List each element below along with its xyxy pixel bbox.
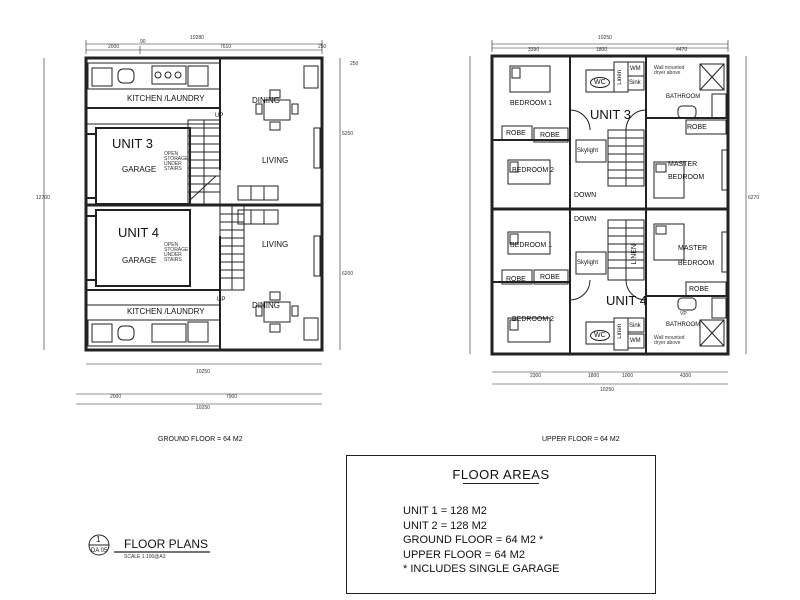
area-line-note: * INCLUDES SINGLE GARAGE [403, 563, 560, 575]
floor-areas-underline [463, 483, 539, 484]
ground-unit4-label: UNIT 4 [118, 225, 159, 240]
ground-up-label-bottom: UP [217, 297, 226, 303]
upper-dim-top-a: 3390 [528, 47, 540, 53]
upper-down-top: DOWN [574, 192, 597, 199]
upper-wm-bottom: WM [630, 338, 641, 344]
upper-robe-b-top: ROBE [540, 132, 560, 139]
upper-robe-master-top: ROBE [687, 124, 707, 131]
upper-dim-top-b: 1800 [596, 47, 608, 53]
upper-dim-bottom-d: 4300 [680, 373, 692, 379]
upper-wall-dryer-bottom: Wall mounted dryer above [654, 335, 685, 346]
ground-up-label-top: UP [215, 113, 224, 119]
ground-dim-left: 12700 [36, 195, 50, 201]
upper-vp-bottom: VP [680, 311, 687, 317]
upper-down-bottom: DOWN [574, 216, 597, 223]
upper-dim-bottom-c: 1000 [622, 373, 634, 379]
upper-wm-top: WM [630, 66, 641, 72]
upper-master-top: MASTER [668, 161, 698, 168]
upper-sink-top: Sink [629, 80, 641, 86]
title-block-sheet: DA 05 [91, 548, 108, 554]
upper-master-bedroom-top: BEDROOM [668, 174, 705, 181]
upper-wc-top: WC [590, 77, 610, 88]
upper-robe-a-bottom: ROBE [506, 276, 526, 283]
upper-bathroom-top: BATHROOM [666, 94, 701, 100]
ground-living-label-bottom: LIVING [262, 240, 289, 249]
upper-dim-bottom-b: 1800 [588, 373, 600, 379]
ground-dim-top-total: 10280 [190, 35, 204, 41]
ground-dim-bottom-c: 10250 [196, 405, 210, 411]
ground-garage-label-bottom: GARAGE [122, 256, 157, 265]
area-line-unit2: UNIT 2 = 128 M2 [403, 519, 487, 532]
upper-sink-bottom: Sink [629, 323, 641, 329]
ground-dining-label-top: DINING [252, 96, 280, 105]
upper-unit3-label: UNIT 3 [590, 107, 631, 122]
ground-garage-label-top: GARAGE [122, 165, 157, 174]
ground-storage-label-bottom: OPEN STORAGE UNDER STAIRS [164, 242, 189, 263]
ground-storage-label-top: OPEN STORAGE UNDER STAIRS [164, 151, 189, 172]
floor-areas-lines: UNIT 1 = 128 M2 UNIT 2 = 128 M2 GROUND F… [403, 504, 560, 577]
ground-unit3-label: UNIT 3 [112, 136, 153, 151]
upper-unit4-label: UNIT 4 [606, 293, 647, 308]
upper-robe-b-bottom: ROBE [540, 274, 560, 281]
upper-bedroom2-top: BEDROOM 2 [512, 167, 555, 174]
area-line-upper: UPPER FLOOR = 64 M2 [403, 548, 525, 561]
ground-kitchen-label-top: KITCHEN /LAUNDRY [127, 94, 205, 103]
upper-linen-bottom: LINEN [631, 244, 638, 265]
ground-dim-bottom-b: 7900 [226, 394, 238, 400]
upper-bedroom1-bottom: BEDROOM 1 [510, 242, 553, 249]
upper-linen-small-top: Linen [617, 70, 623, 85]
upper-robe-a-top: ROBE [506, 130, 526, 137]
ground-dim-right-b: 6200 [342, 271, 354, 277]
ground-dim-right-c: 250 [350, 61, 359, 67]
ground-dim-top-d: 250 [318, 44, 327, 50]
upper-master-bottom: MASTER [678, 245, 708, 252]
upper-wall-dryer-top: Wall mounted dryer above [654, 65, 685, 76]
upper-bedroom2-bottom: BEDROOM 2 [512, 316, 555, 323]
ground-floor-caption: GROUND FLOOR = 64 M2 [158, 436, 243, 443]
ground-dim-top-c: 90 [140, 39, 146, 45]
area-line-unit1: UNIT 1 = 128 M2 [403, 505, 487, 517]
ground-dim-bottom-total: 10250 [196, 369, 210, 375]
upper-dim-top-c: 4470 [676, 47, 688, 53]
floor-areas-box: FLOOR AREAS UNIT 1 = 128 M2 UNIT 2 = 128… [346, 455, 656, 594]
ground-dining-label-bottom: DINING [252, 301, 280, 310]
upper-skylight-bottom: Skylight [577, 260, 599, 266]
floor-areas-title: FLOOR AREAS [452, 467, 550, 482]
upper-floor-plan [469, 40, 747, 385]
upper-master-bedroom-bottom: BEDROOM [678, 260, 715, 267]
ground-floor-plan [43, 40, 341, 405]
ground-dim-bottom-a: 2000 [110, 394, 122, 400]
ground-living-label-top: LIVING [262, 156, 289, 165]
title-block-title: FLOOR PLANS [124, 537, 209, 551]
ground-dim-right-a: 6250 [342, 131, 354, 137]
upper-bedroom1-top: BEDROOM 1 [510, 100, 553, 107]
upper-dim-bottom-a: 2300 [530, 373, 542, 379]
upper-wc-bottom: WC [590, 330, 610, 341]
upper-dim-top-total: 10250 [598, 35, 612, 41]
ground-dim-top-b: 7610 [220, 44, 232, 50]
upper-dim-bottom-total: 10250 [600, 387, 614, 393]
upper-skylight-top: Skylight [577, 148, 599, 154]
title-block-scale: SCALE 1:100@A3 [124, 554, 166, 560]
ground-kitchen-label-bottom: KITCHEN /LAUNDRY [127, 307, 205, 316]
upper-outer-wall [490, 54, 730, 356]
upper-dim-right: 6270 [748, 195, 760, 201]
title-block-number: 1 [96, 535, 101, 544]
upper-robe-master-bottom: ROBE [689, 286, 709, 293]
area-line-ground: GROUND FLOOR = 64 M2 * [403, 534, 544, 546]
upper-floor-caption: UPPER FLOOR = 64 M2 [542, 436, 620, 443]
upper-bathroom-bottom: BATHROOM [666, 322, 701, 328]
ground-dim-top-a: 2000 [108, 44, 120, 50]
upper-linen-small-bottom: Linen [617, 324, 623, 339]
